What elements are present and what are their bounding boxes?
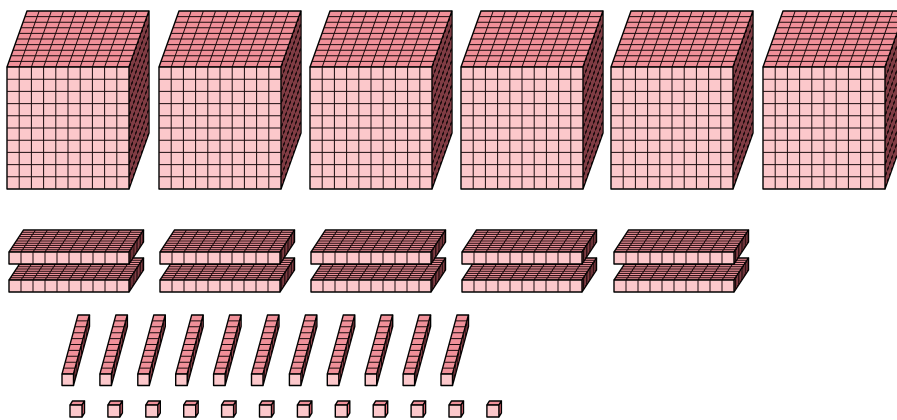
hundred-flat — [311, 230, 446, 264]
hundreds-flats-row — [9, 230, 749, 292]
one-unit-front-face — [184, 405, 196, 417]
one-unit — [373, 401, 388, 417]
one-unit — [449, 401, 464, 417]
one-unit-front-face — [411, 405, 423, 417]
ten-rod-front-face — [138, 374, 150, 386]
thousand-cube — [310, 11, 452, 189]
one-unit — [335, 401, 350, 417]
thousand-cube — [763, 11, 897, 189]
one-unit-front-face — [449, 405, 461, 417]
one-unit-front-face — [335, 405, 347, 417]
ten-rod — [176, 315, 204, 386]
one-unit-front-face — [146, 405, 158, 417]
one-unit-front-face — [373, 405, 385, 417]
one-unit — [297, 401, 312, 417]
hundred-flat — [9, 230, 144, 264]
ten-rod-front-face — [327, 374, 339, 386]
one-unit-front-face — [487, 405, 499, 417]
one-unit-front-face — [108, 405, 120, 417]
one-unit-front-face — [297, 405, 309, 417]
thousand-cube — [159, 11, 301, 189]
ten-rod-front-face — [403, 374, 415, 386]
thousand-cube — [7, 11, 149, 189]
hundred-flat — [462, 230, 597, 264]
one-unit-front-face — [222, 405, 234, 417]
ten-rod — [289, 315, 317, 386]
one-unit — [487, 401, 502, 417]
one-unit — [222, 401, 237, 417]
thousands-cubes-row — [7, 11, 897, 189]
ten-rod — [214, 315, 242, 386]
thousand-cube — [461, 11, 603, 189]
ten-rod-front-face — [100, 374, 112, 386]
ten-rod — [62, 315, 90, 386]
ten-rod-front-face — [441, 374, 453, 386]
hundred-flat — [614, 230, 749, 264]
ten-rod — [100, 315, 128, 386]
one-unit — [184, 401, 199, 417]
ten-rod — [327, 315, 355, 386]
ten-rod — [252, 315, 280, 386]
ten-rod — [138, 315, 166, 386]
ten-rod — [403, 315, 431, 386]
one-unit — [260, 401, 275, 417]
ten-rod-front-face — [365, 374, 377, 386]
one-unit — [108, 401, 123, 417]
ten-rod-front-face — [289, 374, 301, 386]
ten-rod-front-face — [62, 374, 74, 386]
ten-rod-front-face — [214, 374, 226, 386]
one-unit-front-face — [260, 405, 272, 417]
ten-rod-front-face — [252, 374, 264, 386]
ten-rod — [365, 315, 393, 386]
one-unit — [146, 401, 161, 417]
one-unit — [70, 401, 85, 417]
one-unit — [411, 401, 426, 417]
ones-units-row — [70, 401, 501, 417]
tens-rods-row — [62, 315, 469, 386]
hundred-flat — [160, 230, 295, 264]
ten-rod-front-face — [176, 374, 188, 386]
one-unit-front-face — [70, 405, 82, 417]
ten-rod — [441, 315, 469, 386]
thousand-cube — [611, 11, 753, 189]
